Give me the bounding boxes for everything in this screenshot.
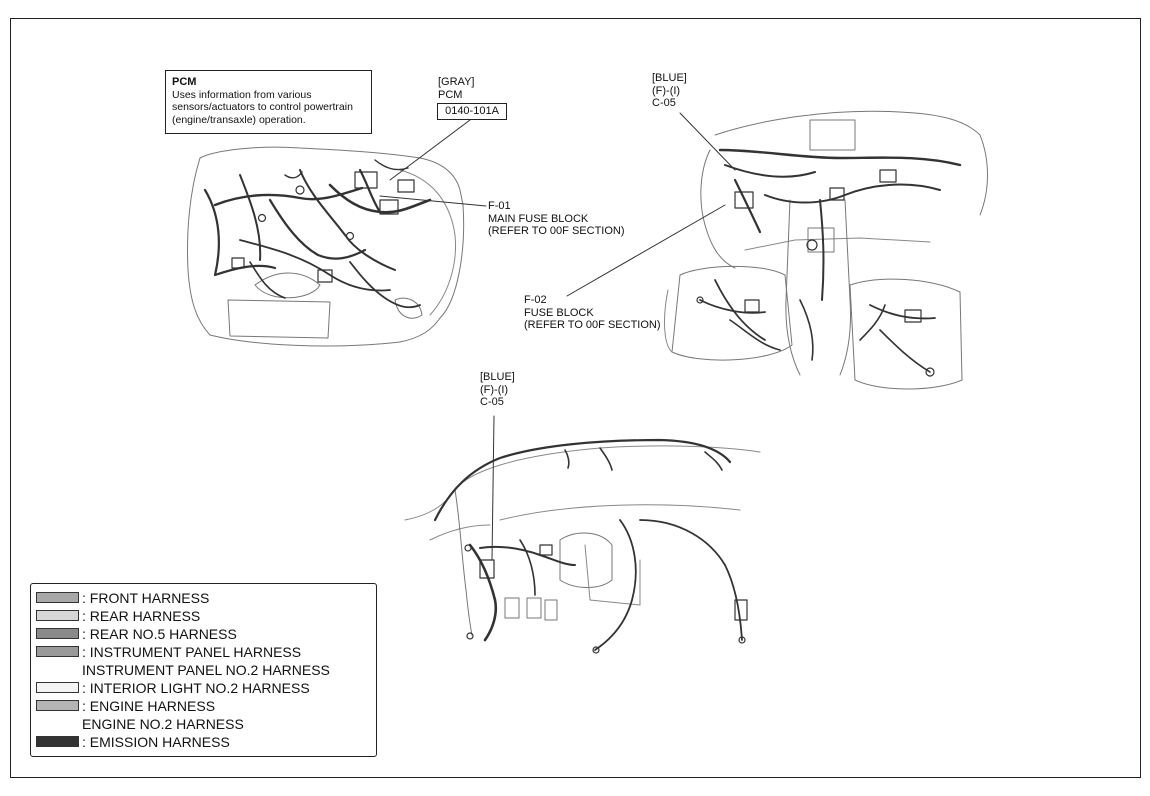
legend-swatch (36, 646, 79, 657)
legend-label: : INTERIOR LIGHT NO.2 HARNESS (82, 680, 310, 696)
callout-f01-main-fuse-block: F-01 MAIN FUSE BLOCK (REFER TO 00F SECTI… (488, 200, 625, 237)
legend-swatch (36, 736, 79, 747)
legend-swatch (36, 610, 79, 621)
legend-sublabel-engine-no2: ENGINE NO.2 HARNESS (82, 716, 244, 732)
pcm-info-description: Uses information from various sensors/ac… (172, 88, 353, 126)
callout-f02-fuse-block: F-02 FUSE BLOCK (REFER TO 00F SECTION) (524, 294, 661, 331)
legend-label: : REAR NO.5 HARNESS (82, 626, 237, 642)
legend-sublabel-instrument-panel-no2: INSTRUMENT PANEL NO.2 HARNESS (82, 662, 330, 678)
instrument-panel-illustration (664, 110, 988, 390)
pcm-connector-name: PCM (438, 89, 463, 101)
legend-label: : FRONT HARNESS (82, 590, 210, 606)
dashboard-detail-illustration (404, 438, 761, 654)
harness-legend: : FRONT HARNESS : REAR HARNESS : REAR NO… (30, 583, 377, 757)
leader-lines-dashboard (491, 415, 495, 561)
legend-swatch (36, 682, 79, 693)
callout-c05-upper: [BLUE] (F)-(I) C-05 (652, 72, 687, 109)
pcm-info-title: PCM (172, 76, 197, 88)
pcm-connector-code: 0140-101A (437, 103, 507, 120)
pcm-connector-color: [GRAY] (438, 76, 475, 88)
engine-bay-illustration (187, 146, 465, 347)
legend-swatch (36, 628, 79, 639)
legend-swatch (36, 700, 79, 711)
legend-label: : ENGINE HARNESS (82, 698, 216, 714)
legend-label: : REAR HARNESS (82, 608, 201, 624)
legend-swatch (36, 592, 79, 603)
legend-label: : EMISSION HARNESS (82, 734, 230, 750)
leader-lines-engine (379, 119, 487, 207)
callout-c05-lower: [BLUE] (F)-(I) C-05 (480, 371, 515, 408)
leader-lines-interior (566, 112, 736, 297)
legend-label: : INSTRUMENT PANEL HARNESS (82, 644, 302, 660)
pcm-info-box: PCM Uses information from various sensor… (165, 70, 372, 134)
diagram-frame (10, 18, 1141, 778)
